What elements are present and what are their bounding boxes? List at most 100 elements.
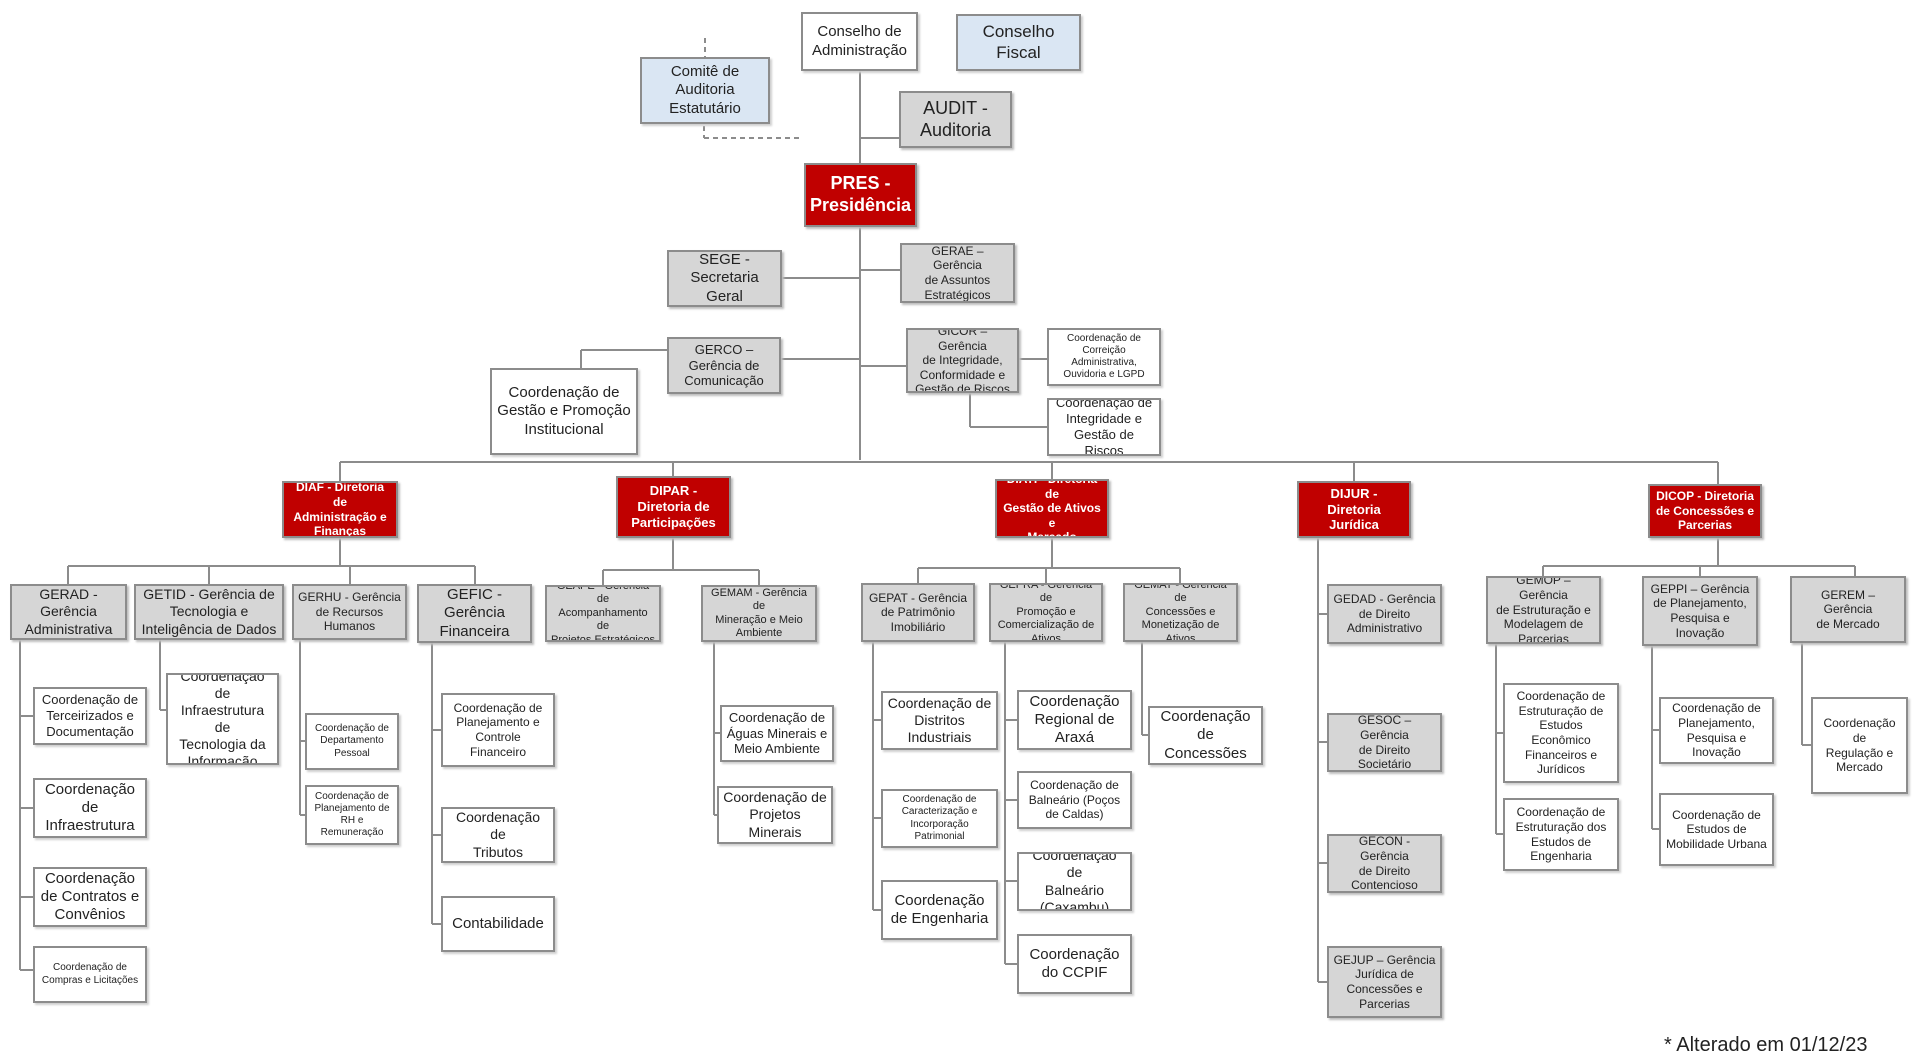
node-dicop: DICOP - Diretoria de Concessões e Parcer… — [1648, 484, 1762, 538]
node-gepra: GEPRA - Gerência de Promoção e Comercial… — [989, 583, 1103, 642]
node-label: Coordenação de Estudos de Mobilidade Urb… — [1666, 807, 1767, 851]
node-pres: PRES - Presidência — [804, 163, 917, 227]
node-coord-contratos: Coordenação de Contratos e Convênios — [33, 867, 147, 927]
node-label: AUDIT - Auditoria — [919, 97, 992, 140]
node-coord-caracterizacao: Coordenação de Caracterização e Incorpor… — [881, 789, 998, 848]
node-label: Coordenação de Águas Minerais e Meio Amb… — [726, 709, 828, 757]
node-label: GEDAD - Gerência de Direito Administrati… — [1333, 592, 1436, 636]
node-coord-compras: Coordenação de Compras e Licitações — [33, 946, 147, 1003]
node-coord-araxa: Coordenação Regional de Araxá — [1017, 690, 1132, 750]
node-coord-infraestrutura: Coordenação de Infraestrutura — [33, 778, 147, 838]
node-label: Coordenação de Compras e Licitações — [41, 962, 139, 986]
node-gemam: GEMAM - Gerência de Mineração e Meio Amb… — [701, 585, 817, 642]
node-label: DIAF - Diretoria de Administração e Fina… — [293, 481, 387, 538]
node-label: GERCO – Gerência de Comunicação — [684, 341, 764, 389]
node-gesoc: GESOC – Gerência de Direito Societário — [1327, 713, 1442, 772]
node-label: Coordenação do CCPIF — [1029, 945, 1120, 981]
node-label: GEPPI – Gerência de Planejamento, Pesqui… — [1650, 581, 1750, 640]
node-coord-gestao-promocao: Coordenação de Gestão e Promoção Institu… — [490, 368, 638, 455]
node-gerem: GEREM – Gerência de Mercado — [1790, 576, 1906, 643]
node-comite-auditoria: Comitê de Auditoria Estatutário — [640, 57, 770, 124]
node-gecon: GECON - Gerência de Direito Contencioso — [1327, 834, 1442, 893]
node-label: Comitê de Auditoria Estatutário — [669, 63, 741, 117]
node-coord-plan-financeiro: Coordenação de Planejamento e Controle F… — [441, 693, 555, 767]
node-getid: GETID - Gerência de Tecnologia e Intelig… — [134, 584, 284, 640]
node-coord-infra-ti: Coordenação de Infraestrutura de Tecnolo… — [166, 673, 279, 765]
node-label: Coordenação de Terceirizados e Documenta… — [41, 692, 139, 739]
node-diaf: DIAF - Diretoria de Administração e Fina… — [282, 481, 398, 538]
node-label: GEMAM - Gerência de Mineração e Meio Amb… — [711, 586, 807, 639]
node-gicor: GICOR – Gerência de Integridade, Conform… — [906, 328, 1019, 393]
node-label: Conselho de Administração — [811, 23, 908, 59]
node-gerae: GERAE – Gerência de Assuntos Estratégico… — [900, 243, 1015, 303]
node-coord-projetos-minerais: Coordenação de Projetos Minerais — [717, 786, 833, 844]
node-label: GESOC – Gerência de Direito Societário — [1357, 713, 1412, 772]
node-dijur: DIJUR - Diretoria Jurídica — [1297, 481, 1411, 538]
node-label: Coordenação de Balneário (Caxambu) — [1032, 852, 1117, 911]
node-coord-depto-pessoal: Coordenação de Departamento Pessoal — [305, 713, 399, 770]
node-coord-terceirizados: Coordenação de Terceirizados e Documenta… — [33, 687, 147, 745]
node-label: GEPRA - Gerência de Promoção e Comercial… — [997, 583, 1095, 642]
node-label: Coordenação de Concessões — [1160, 708, 1251, 762]
node-coord-plan-pesquisa: Coordenação de Planejamento, Pesquisa e … — [1659, 697, 1774, 764]
node-label: Coordenação de Regulação e Mercado — [1823, 716, 1896, 775]
node-label: GERHU - Gerência de Recursos Humanos — [298, 590, 401, 634]
node-coord-mobilidade: Coordenação de Estudos de Mobilidade Urb… — [1659, 793, 1774, 866]
node-coord-concessoes: Coordenação de Concessões — [1148, 706, 1263, 765]
node-label: Coordenação de Departamento Pessoal — [315, 723, 389, 759]
node-label: Coordenação de Infraestrutura — [44, 780, 136, 835]
node-coord-engenharia: Coordenação de Engenharia — [881, 880, 998, 940]
node-coord-integridade: Coordenação de Integridade e Gestão de R… — [1047, 398, 1161, 456]
node-label: Coordenação de Projetos Minerais — [723, 789, 827, 840]
node-label: DIJUR - Diretoria Jurídica — [1327, 485, 1381, 533]
node-label: GEPAT - Gerência de Patrimônio Imobiliár… — [868, 590, 968, 634]
node-label: Coordenação de Integridade e Gestão de R… — [1055, 398, 1153, 456]
node-gerhu: GERHU - Gerência de Recursos Humanos — [292, 584, 407, 640]
node-label: GERAE – Gerência de Assuntos Estratégico… — [924, 243, 991, 302]
node-label: GEMAT - Gerência de Concessões e Monetiz… — [1134, 583, 1227, 642]
node-diati: DIATI - Diretoria de Gestão de Ativos e … — [995, 479, 1109, 538]
node-gerco: GERCO – Gerência de Comunicação — [667, 337, 781, 394]
node-gejup: GEJUP – Gerência Jurídica de Concessões … — [1327, 946, 1442, 1018]
node-label: PRES - Presidência — [809, 173, 912, 215]
node-label: Contabilidade — [452, 914, 544, 932]
node-label: Coordenação de Infraestrutura de Tecnolo… — [179, 673, 266, 765]
node-label: Coordenação de Correição Administrativa,… — [1063, 332, 1145, 381]
node-conselho-administracao: Conselho de Administração — [801, 12, 918, 71]
node-label: GEAPE - Gerência de Acompanhamento de Pr… — [551, 585, 655, 642]
node-label: Coordenação de Engenharia — [890, 891, 989, 927]
node-conselho-fiscal: Conselho Fiscal — [956, 14, 1081, 71]
node-geppi: GEPPI – Gerência de Planejamento, Pesqui… — [1642, 576, 1758, 646]
node-audit: AUDIT - Auditoria — [899, 91, 1012, 148]
node-label: GEMOP – Gerência de Estruturação e Model… — [1496, 576, 1591, 644]
node-label: Coordenação de Planejamento, Pesquisa e … — [1672, 701, 1761, 760]
node-label: Coordenação de Planejamento e Controle F… — [453, 700, 543, 759]
node-contabilidade: Contabilidade — [441, 896, 555, 952]
node-coord-correicao: Coordenação de Correição Administrativa,… — [1047, 328, 1161, 386]
node-coord-aguas: Coordenação de Águas Minerais e Meio Amb… — [720, 705, 834, 762]
node-gedad: GEDAD - Gerência de Direito Administrati… — [1327, 584, 1442, 644]
node-label: DIATI - Diretoria de Gestão de Ativos e … — [1003, 481, 1101, 538]
node-label: GERAD - Gerência Administrativa — [24, 586, 113, 637]
node-label: GEFIC - Gerência Financeira — [439, 586, 510, 640]
node-label: Coordenação de Tributos — [455, 809, 541, 860]
node-label: GICOR – Gerência de Integridade, Conform… — [915, 328, 1010, 393]
node-dipar: DIPAR - Diretoria de Participações — [616, 476, 731, 538]
node-label: Coordenação de Planejamento de RH e Remu… — [314, 790, 390, 839]
node-gemop: GEMOP – Gerência de Estruturação e Model… — [1486, 576, 1601, 644]
node-coord-ccpif: Coordenação do CCPIF — [1017, 934, 1132, 994]
node-label: DIPAR - Diretoria de Participações — [631, 483, 716, 530]
node-label: GETID - Gerência de Tecnologia e Intelig… — [141, 586, 277, 637]
node-coord-regulacao: Coordenação de Regulação e Mercado — [1811, 697, 1908, 794]
footnote: * Alterado em 01/12/23 — [1664, 1034, 1868, 1056]
node-coord-tributos: Coordenação de Tributos — [441, 807, 555, 863]
node-coord-estudos-economico: Coordenação de Estruturação de Estudos E… — [1503, 683, 1619, 783]
node-coord-plan-rh: Coordenação de Planejamento de RH e Remu… — [305, 785, 399, 845]
node-label: Coordenação de Distritos Industriais — [887, 694, 992, 746]
node-coord-caxambu: Coordenação de Balneário (Caxambu) — [1017, 852, 1132, 911]
node-coord-estudos-engenharia: Coordenação de Estruturação dos Estudos … — [1503, 798, 1619, 871]
node-label: Coordenação de Estruturação dos Estudos … — [1515, 805, 1607, 864]
node-geape: GEAPE - Gerência de Acompanhamento de Pr… — [545, 585, 661, 642]
